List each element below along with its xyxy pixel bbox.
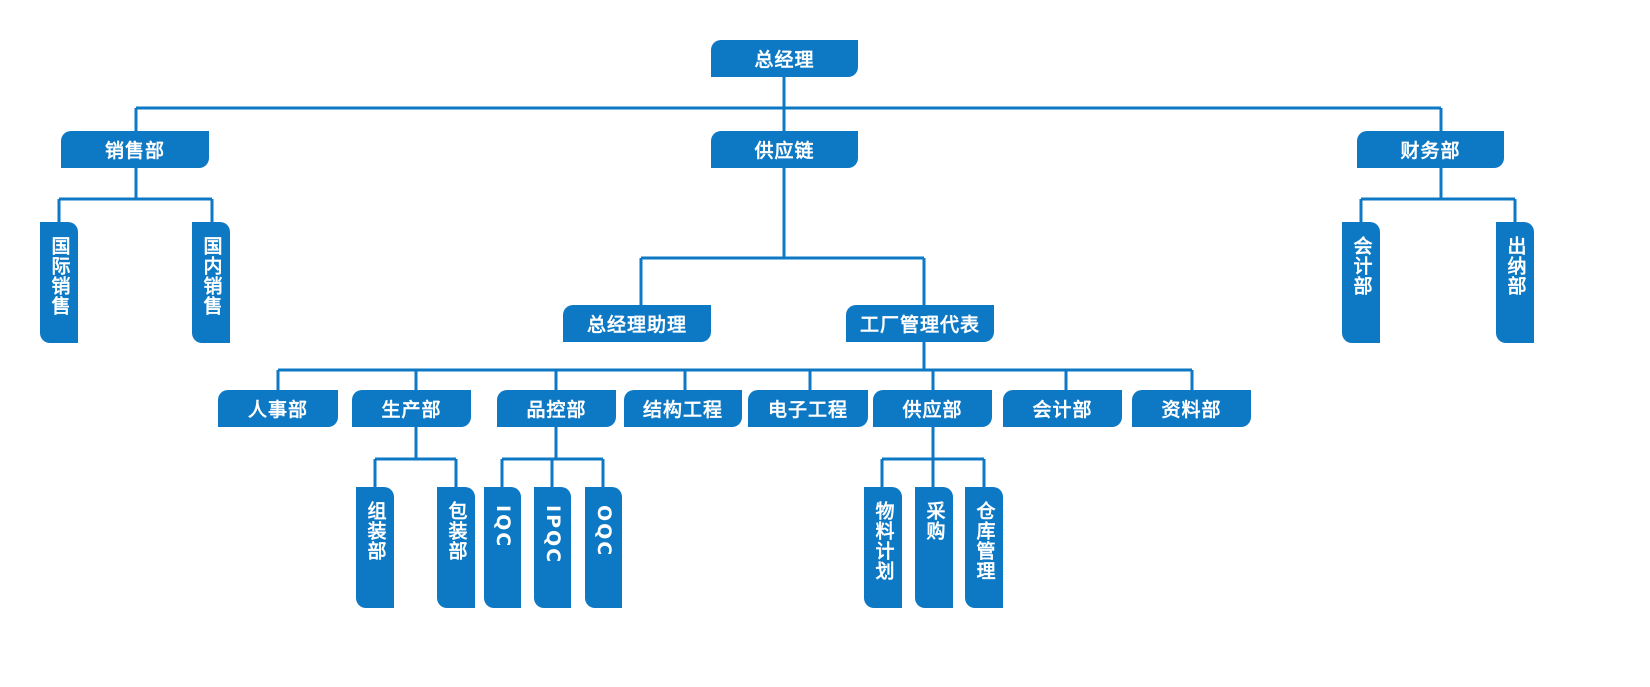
node-supply-dept: 供应部 bbox=[873, 390, 992, 427]
node-packaging: 包装部 bbox=[437, 487, 475, 608]
node-intl-sales: 国际销售 bbox=[40, 222, 78, 343]
node-finance: 财务部 bbox=[1357, 131, 1504, 168]
node-gm-assistant: 总经理助理 bbox=[563, 305, 711, 342]
node-accounting: 会计部 bbox=[1342, 222, 1380, 343]
node-electronic-eng: 电子工程 bbox=[748, 390, 868, 427]
node-iqc: IQC bbox=[484, 487, 521, 608]
node-quality: 品控部 bbox=[497, 390, 616, 427]
node-warehouse: 仓库管理 bbox=[965, 487, 1003, 608]
node-ipqc: IPQC bbox=[534, 487, 571, 608]
node-production: 生产部 bbox=[352, 390, 471, 427]
node-domestic-sales: 国内销售 bbox=[192, 222, 230, 343]
node-oqc: OQC bbox=[585, 487, 622, 608]
node-sales: 销售部 bbox=[61, 131, 209, 168]
node-factory-rep: 工厂管理代表 bbox=[846, 305, 994, 342]
node-assembly: 组装部 bbox=[356, 487, 394, 608]
node-hr: 人事部 bbox=[218, 390, 338, 427]
node-documentation: 资料部 bbox=[1132, 390, 1251, 427]
node-purchasing: 采购 bbox=[915, 487, 953, 608]
node-material-planning: 物料计划 bbox=[864, 487, 902, 608]
node-factory-accounting: 会计部 bbox=[1003, 390, 1122, 427]
node-ceo: 总经理 bbox=[711, 40, 858, 77]
node-cashier: 出纳部 bbox=[1496, 222, 1534, 343]
node-supply-chain: 供应链 bbox=[711, 131, 858, 168]
node-structural-eng: 结构工程 bbox=[624, 390, 742, 427]
